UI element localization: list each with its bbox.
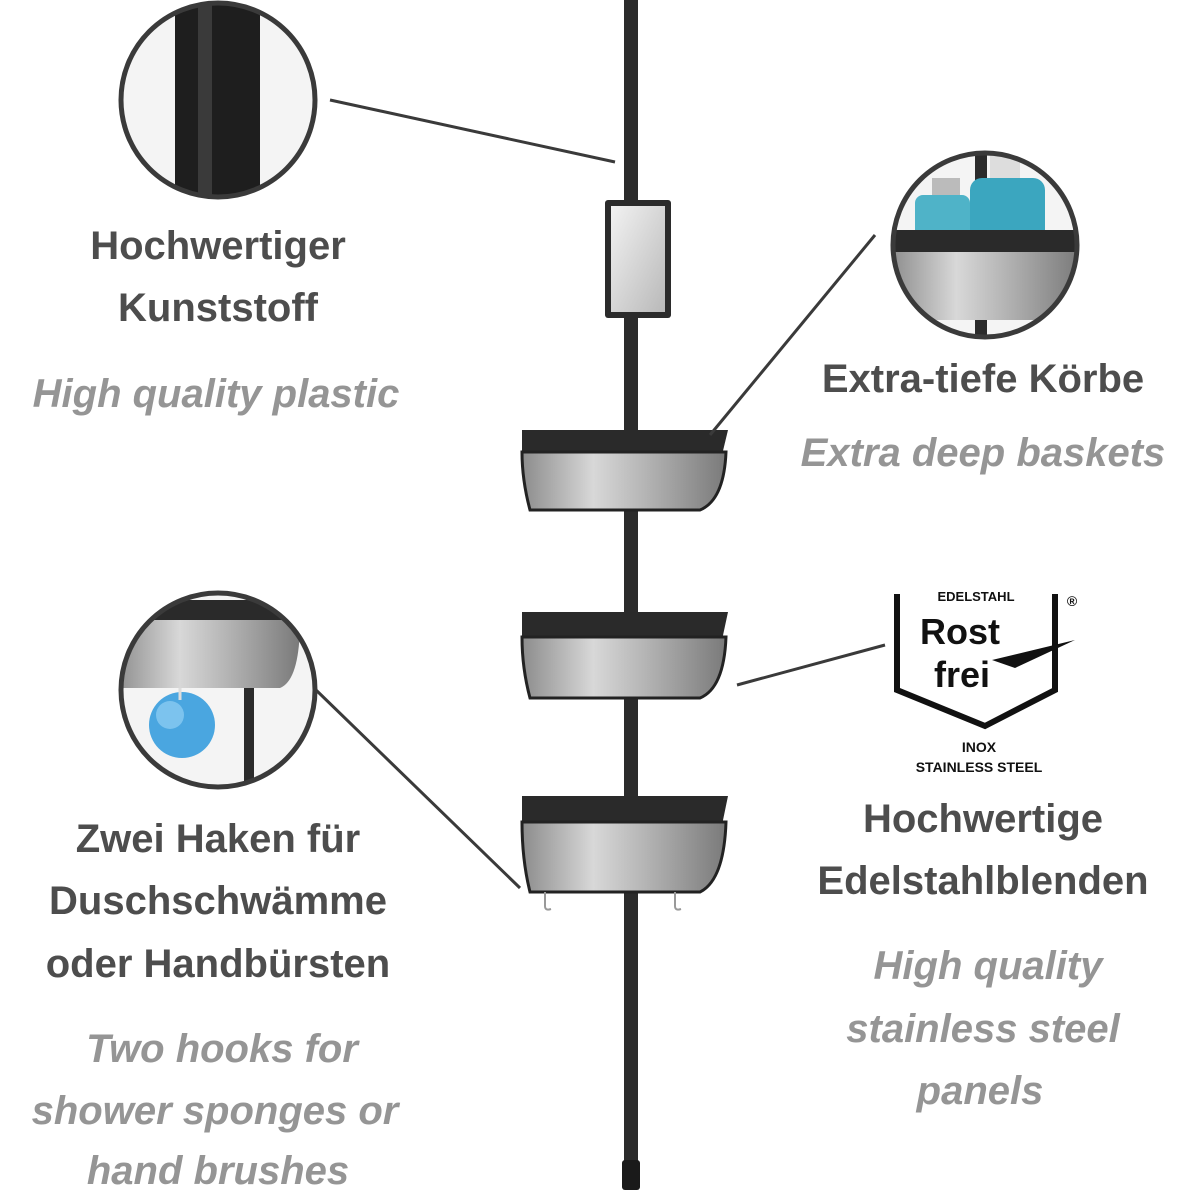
feature-hooks: Zwei Haken für Duschschwämme oder Handbü… (32, 817, 401, 1193)
rostfrei-stainless-steel-logo: EDELSTAHL ® Rost frei INOX STAINLESS STE… (894, 588, 1078, 775)
detail-circle-plastic (118, 0, 318, 200)
detail-circle-baskets (890, 150, 1080, 340)
feature-subtitle: shower sponges or (32, 1089, 401, 1133)
shower-caddy-pole (622, 0, 640, 1190)
feature-subtitle: Two hooks for (86, 1027, 360, 1071)
feature-subtitle: High quality (874, 944, 1105, 988)
leader-lines (314, 98, 886, 890)
feature-title: Edelstahlblenden (817, 859, 1148, 903)
logo-frei: frei (934, 654, 990, 695)
basket-bottom (520, 796, 728, 911)
feature-steel: Hochwertige Edelstahlblenden High qualit… (817, 797, 1148, 1113)
feature-title: Extra-tiefe Körbe (822, 357, 1144, 401)
feature-plastic: Hochwertiger Kunststoff High quality pla… (33, 224, 400, 416)
feature-subtitle: stainless steel (846, 1007, 1120, 1051)
hook-icon (544, 892, 552, 911)
feature-subtitle: hand brushes (87, 1149, 349, 1193)
logo-stainless-steel: STAINLESS STEEL (916, 759, 1043, 775)
logo-edelstahl: EDELSTAHL (937, 589, 1014, 604)
feature-title: Hochwertiger (90, 224, 346, 268)
mirror (605, 200, 671, 318)
logo-inox: INOX (962, 739, 997, 755)
feature-title: oder Handbürsten (46, 942, 390, 986)
detail-circle-hooks (118, 590, 318, 790)
feature-subtitle: Extra deep baskets (801, 431, 1166, 475)
feature-title: Kunststoff (118, 286, 319, 330)
feature-subtitle: panels (916, 1069, 1044, 1113)
hook-icon (674, 892, 682, 911)
logo-rost: Rost (920, 611, 1000, 652)
logo-registered: ® (1067, 593, 1078, 609)
feature-title: Zwei Haken für (76, 817, 361, 861)
feature-title: Hochwertige (863, 797, 1103, 841)
feature-title: Duschschwämme (49, 879, 387, 923)
basket-top (520, 430, 728, 512)
basket-middle (520, 612, 728, 700)
feature-subtitle: High quality plastic (33, 372, 400, 416)
feature-baskets: Extra-tiefe Körbe Extra deep baskets (801, 357, 1166, 475)
